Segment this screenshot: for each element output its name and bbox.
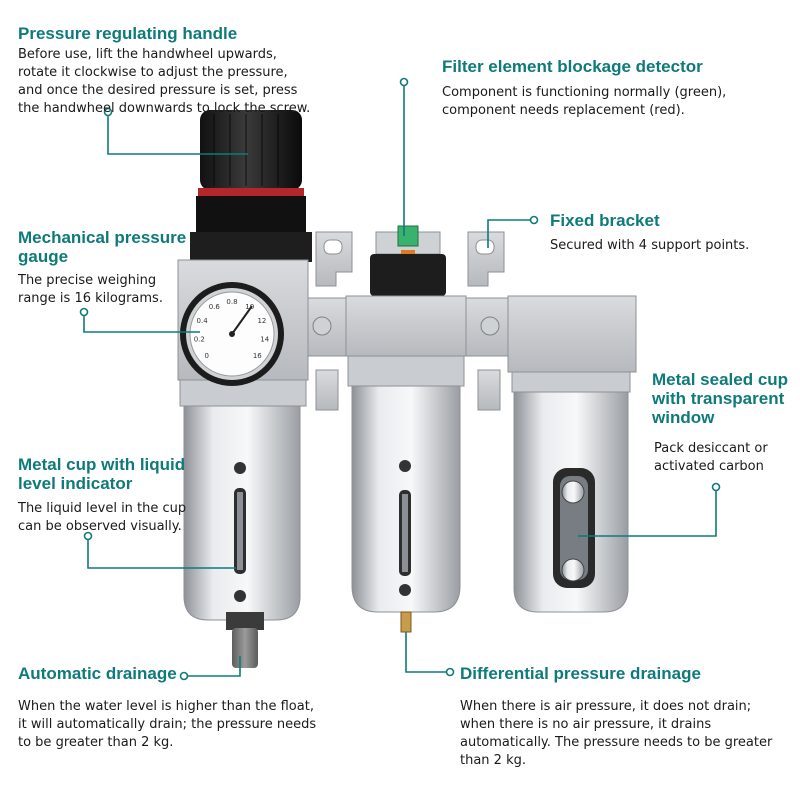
gauge-tick-label: 0.6 bbox=[209, 303, 221, 311]
gauge-needle bbox=[231, 305, 253, 335]
desc-line: Before use, lift the handwheel upwards, bbox=[18, 47, 277, 62]
desc-line: activated carbon bbox=[654, 459, 764, 474]
gauge-tick-label: 12 bbox=[257, 317, 266, 325]
differential-drain-valve bbox=[400, 611, 412, 633]
gauge-tick-label: 0.4 bbox=[197, 317, 209, 325]
pressure-regulating-handwheel bbox=[200, 110, 302, 190]
desc-line: Component is functioning normally (green… bbox=[442, 85, 727, 100]
pressure-gauge-desc: The precise weighing range is 16 kilogra… bbox=[18, 272, 163, 308]
desc-line: Secured with 4 support points. bbox=[550, 238, 750, 253]
title-line: Metal sealed cup bbox=[652, 370, 789, 389]
fixed-bracket-right bbox=[467, 231, 505, 411]
leader-pressure-handle bbox=[107, 112, 248, 155]
gauge-tick-label: 0.2 bbox=[194, 335, 205, 343]
leader-sealed-cup bbox=[578, 488, 717, 537]
desc-line: component needs replacement (red). bbox=[442, 103, 685, 118]
pressure-gauge-title: Mechanical pressure gauge bbox=[18, 228, 186, 266]
desc-line: automatically. The pressure needs to be … bbox=[460, 735, 773, 750]
desc-line: range is 16 kilograms. bbox=[18, 291, 163, 306]
diff-drain-desc: When there is air pressure, it does not … bbox=[460, 698, 772, 770]
diff-drain-title: Differential pressure drainage bbox=[460, 664, 701, 683]
leader-liquid-cup bbox=[87, 538, 236, 569]
gauge-tick-label: 10 bbox=[245, 303, 254, 311]
fixed-bracket-left bbox=[315, 231, 353, 411]
leader-pressure-gauge bbox=[83, 314, 200, 333]
leader-auto-drain bbox=[182, 656, 241, 677]
desc-line: to be greater than 2 kg. bbox=[18, 735, 174, 750]
sealed-cup-title: Metal sealed cup with transparent window bbox=[652, 370, 788, 427]
pressure-handle-title: Pressure regulating handle bbox=[18, 24, 238, 43]
gauge-tick-label: 0.8 bbox=[226, 298, 237, 306]
desc-line: rotate it clockwise to adjust the pressu… bbox=[18, 65, 288, 80]
leader-dots bbox=[79, 77, 721, 681]
desc-line: and once the desired pressure is set, pr… bbox=[18, 83, 298, 98]
filter-unit bbox=[345, 225, 467, 633]
blockage-indicator bbox=[397, 225, 419, 247]
gauge-tick-label: 14 bbox=[260, 335, 269, 343]
title-line: Mechanical pressure bbox=[18, 228, 187, 247]
title-line: with transparent bbox=[652, 389, 785, 408]
leader-lines bbox=[83, 82, 717, 677]
desc-line: can be observed visually. bbox=[18, 519, 182, 534]
title-line: Metal cup with liquid bbox=[18, 455, 186, 474]
gauge-tick-label: 16 bbox=[253, 352, 262, 360]
liquid-cup-title: Metal cup with liquid level indicator bbox=[18, 455, 185, 493]
blockage-detector-desc: Component is functioning normally (green… bbox=[442, 84, 726, 120]
desc-line: the handwheel downwards to lock the scre… bbox=[18, 101, 311, 116]
blockage-detector-title: Filter element blockage detector bbox=[442, 57, 703, 76]
gauge-tick-label: 0 bbox=[204, 352, 208, 360]
desc-line: than 2 kg. bbox=[460, 753, 526, 768]
desc-line: When there is air pressure, it does not … bbox=[460, 699, 752, 714]
pressure-handle-desc: Before use, lift the handwheel upwards, … bbox=[18, 46, 310, 118]
auto-drain-desc: When the water level is higher than the … bbox=[18, 698, 316, 752]
auto-drain-title: Automatic drainage bbox=[18, 664, 177, 683]
automatic-drain bbox=[232, 628, 258, 668]
desc-line: When the water level is higher than the … bbox=[18, 699, 314, 714]
desc-line: it will automatically drain; the pressur… bbox=[18, 717, 317, 732]
desc-line: The liquid level in the cup bbox=[18, 501, 187, 516]
desc-line: Pack desiccant or bbox=[654, 441, 768, 456]
liquid-cup-desc: The liquid level in the cup can be obser… bbox=[18, 500, 186, 536]
leader-diff-drain bbox=[405, 632, 448, 673]
sealed-cup-unit bbox=[507, 295, 637, 613]
desc-line: The precise weighing bbox=[18, 273, 157, 288]
title-line: gauge bbox=[18, 247, 69, 266]
title-line: window bbox=[652, 408, 715, 427]
fixed-bracket-desc: Secured with 4 support points. bbox=[550, 237, 749, 255]
leader-fixed-bracket bbox=[487, 219, 530, 248]
fixed-bracket-title: Fixed bracket bbox=[550, 211, 660, 230]
sealed-cup-desc: Pack desiccant or activated carbon bbox=[654, 440, 768, 476]
title-line: level indicator bbox=[18, 474, 133, 493]
desc-line: when there is no air pressure, it drains bbox=[460, 717, 712, 732]
